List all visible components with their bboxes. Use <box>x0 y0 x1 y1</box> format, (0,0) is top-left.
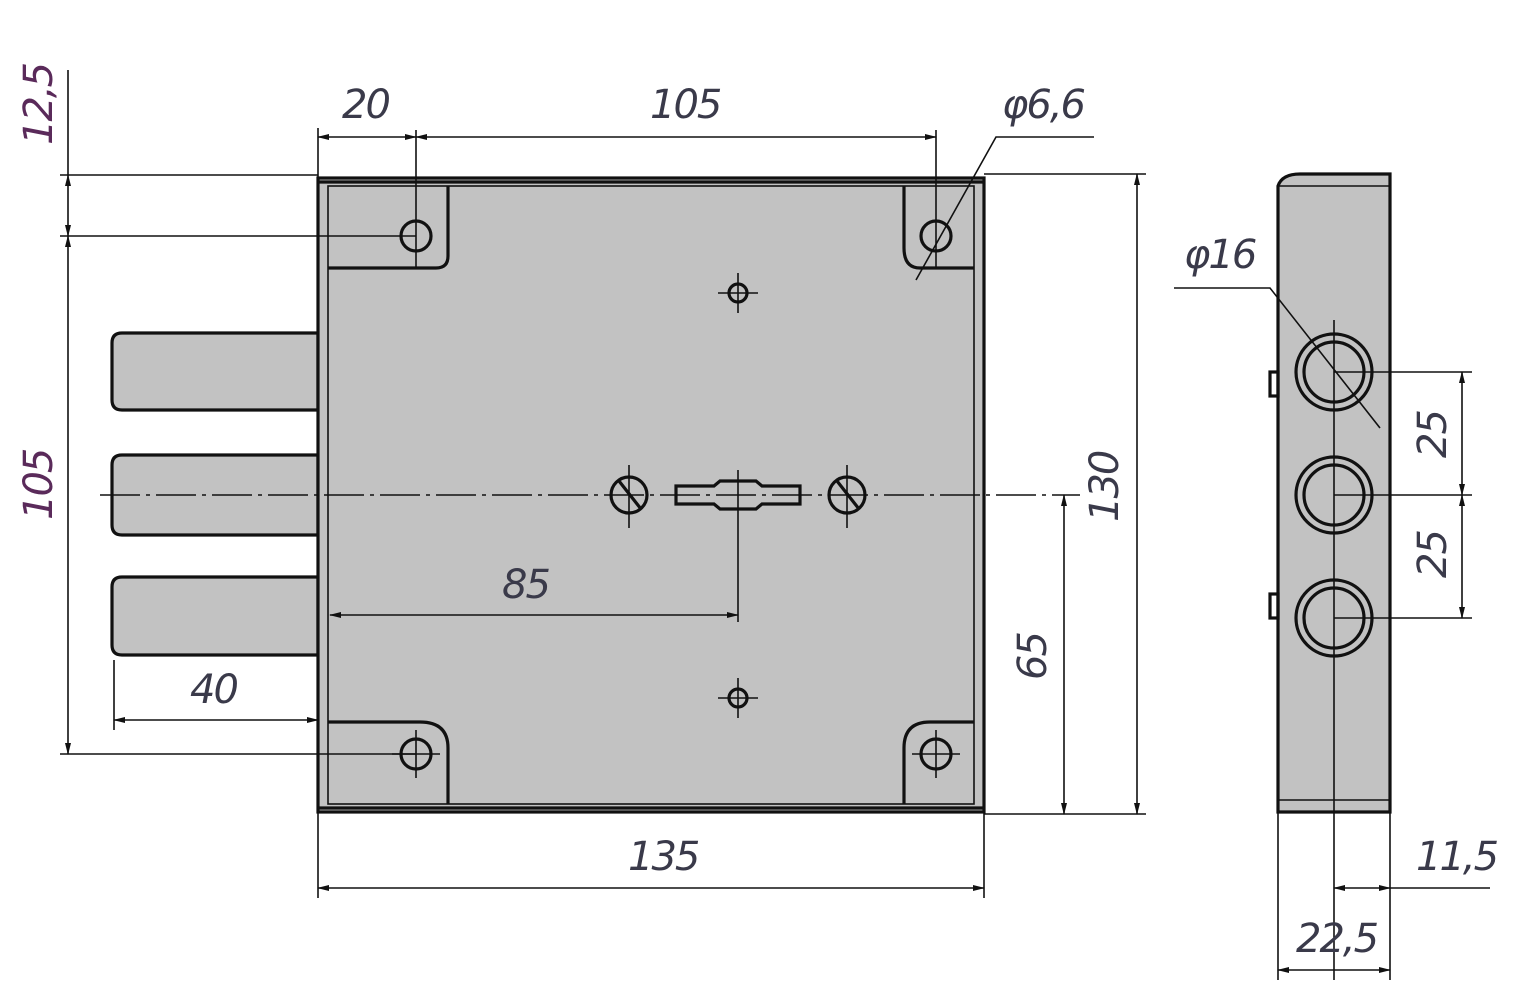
dim-25-upper: 25 <box>1410 411 1456 458</box>
dim-20: 20 <box>342 82 389 128</box>
dim-11-5: 11,5 <box>1416 834 1498 880</box>
dim-phi66: φ6,6 <box>1002 82 1085 128</box>
front-view: 20 105 φ6,6 12,5 105 85 40 135 65 130 <box>16 63 1146 898</box>
corner-pad-tl <box>328 186 450 270</box>
bolt-top <box>110 331 320 412</box>
dim-130: 130 <box>1082 451 1128 522</box>
dim-phi16: φ16 <box>1184 232 1256 278</box>
dim-85: 85 <box>502 562 549 608</box>
dim-40: 40 <box>190 667 237 713</box>
dim-25-lower: 25 <box>1410 531 1456 578</box>
dim-65: 65 <box>1010 633 1056 680</box>
dim-105-left: 105 <box>16 449 62 520</box>
corner-pad-tr <box>902 186 974 270</box>
bolt-bottom <box>110 575 320 657</box>
dim-22-5: 22,5 <box>1296 916 1378 962</box>
dim-12-5: 12,5 <box>16 63 62 145</box>
corner-pad-bl <box>328 720 450 804</box>
bolts <box>110 331 320 657</box>
corner-pad-br <box>902 720 974 804</box>
guide-pins <box>718 273 758 718</box>
dim-135: 135 <box>628 834 699 880</box>
side-view: φ16 25 25 11,5 22,5 <box>1174 172 1500 980</box>
dim-105-top: 105 <box>650 82 721 128</box>
